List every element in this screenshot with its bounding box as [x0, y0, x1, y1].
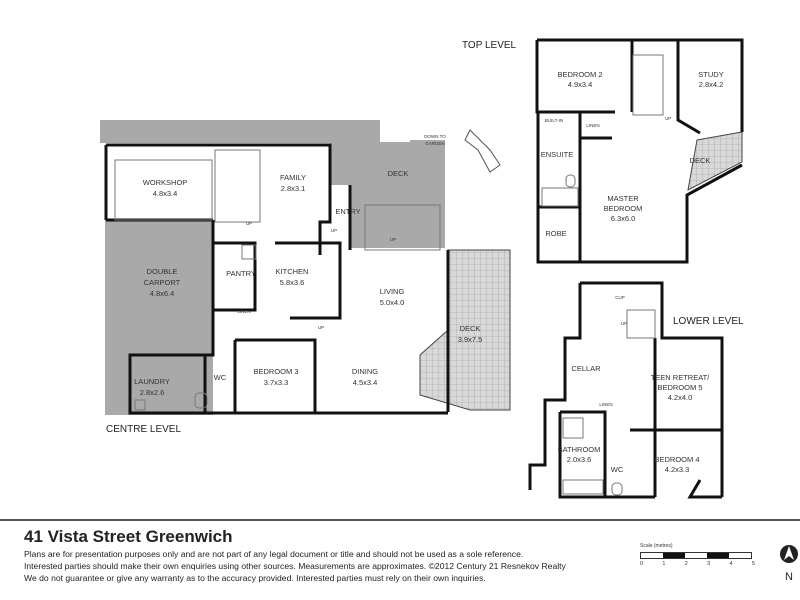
up-label: UP [331, 228, 337, 233]
down-to-garden-label: DOWN TO [424, 134, 446, 139]
cup-label: CUP [615, 295, 625, 300]
teen-label-2: BEDROOM 5 [657, 383, 702, 392]
teen-label: TEEN RETREAT/ [651, 373, 711, 382]
top-deck-area [687, 131, 743, 191]
property-title: 41 Vista Street Greenwich [24, 527, 233, 546]
master-size: 6.3x6.0 [611, 214, 636, 223]
cellar-label: CELLAR [571, 364, 601, 373]
living-label: LIVING [380, 287, 405, 296]
workshop-label: WORKSHOP [143, 178, 188, 187]
bedroom4-size: 4.2x3.3 [665, 465, 690, 474]
scale-bar: Scale (metres) 0 1 2 3 4 5 [640, 543, 755, 573]
kitchen-label: KITCHEN [276, 267, 309, 276]
deck-label: DECK [388, 169, 409, 178]
side-deck-area [419, 249, 511, 411]
laundry-label: LAUNDRY [134, 377, 170, 386]
family-size: 2.8x3.1 [281, 184, 306, 193]
carport-label-2: CARPORT [144, 278, 181, 287]
teen-size: 4.2x4.0 [668, 393, 693, 402]
bathroom-size: 2.0x3.6 [567, 455, 592, 464]
side-deck-size: 3.9x7.5 [458, 335, 483, 344]
garden-stairs [464, 129, 501, 173]
dining-size: 4.5x3.4 [353, 378, 378, 387]
scale-tick: 0 [640, 561, 644, 567]
master-label-2: BEDROOM [604, 204, 643, 213]
scale-tick: 3 [707, 561, 711, 567]
bathroom-label: BATHROOM [558, 445, 601, 454]
kitchen-size: 5.8x3.6 [280, 278, 305, 287]
disclaimer-line: We do not guarantee or give any warranty… [24, 573, 486, 583]
up-label: UP [621, 321, 627, 326]
centre-level [100, 120, 511, 415]
family-label: FAMILY [280, 173, 306, 182]
lower-level [528, 281, 724, 499]
lower-level-label: LOWER LEVEL [673, 316, 744, 327]
floor-plan: WORKSHOP 4.8x3.4 FAMILY 2.8x3.1 DECK DOW… [100, 38, 744, 499]
wc-label: WC [214, 373, 227, 382]
master-label: MASTER [607, 194, 639, 203]
bedroom3-size: 3.7x3.3 [264, 378, 289, 387]
scale-tick: 1 [662, 561, 666, 567]
laundry-size: 2.8x2.6 [140, 388, 165, 397]
north-label: N [785, 571, 793, 583]
wc-label: WC [611, 465, 624, 474]
side-deck-label: DECK [460, 324, 481, 333]
workshop-size: 4.8x3.4 [153, 189, 178, 198]
disclaimer-line: Plans are for presentation purposes only… [24, 549, 524, 559]
deck-area [100, 120, 445, 248]
carport-area [105, 220, 213, 415]
entry-label: ENTRY [335, 207, 360, 216]
scale-tick: 5 [751, 561, 755, 567]
carport-size: 4.8x6.4 [150, 289, 175, 298]
north-arrow: N [779, 542, 799, 583]
centre-level-label: CENTRE LEVEL [106, 424, 181, 435]
living-size: 5.0x4.0 [380, 298, 405, 307]
ensuite-label: ENSUITE [541, 150, 574, 159]
up-label: UP [390, 237, 396, 242]
top-level-label: TOP LEVEL [462, 40, 517, 51]
footer-divider [0, 519, 800, 521]
scale-label: Scale (metres) [640, 543, 673, 549]
scale-tick: 2 [684, 561, 688, 567]
carport-label: DOUBLE [147, 267, 178, 276]
top-deck-label: DECK [690, 156, 711, 165]
linen-label: LINEN [237, 309, 250, 314]
bedroom2-size: 4.9x3.4 [568, 80, 593, 89]
linen-label: LINEN [599, 402, 612, 407]
study-label: STUDY [698, 70, 723, 79]
top-level [535, 38, 744, 264]
scale-tick: 4 [729, 561, 733, 567]
robe-label: ROBE [545, 229, 566, 238]
built-in-label: BUILT-IN [545, 118, 563, 123]
bedroom4-label: BEDROOM 4 [654, 455, 699, 464]
up-label: UP [318, 325, 324, 330]
pantry-label: PANTRY [226, 269, 256, 278]
up-label: UP [246, 221, 252, 226]
compass-icon [780, 545, 798, 563]
linen-label: LINEN [586, 123, 599, 128]
bedroom3-label: BEDROOM 3 [253, 367, 298, 376]
bedroom2-label: BEDROOM 2 [557, 70, 602, 79]
dining-label: DINING [352, 367, 378, 376]
study-size: 2.8x4.2 [699, 80, 724, 89]
down-to-garden-label-2: GARDEN [425, 141, 444, 146]
disclaimer-line: Interested parties should make their own… [24, 561, 566, 571]
up-label: UP [665, 116, 671, 121]
